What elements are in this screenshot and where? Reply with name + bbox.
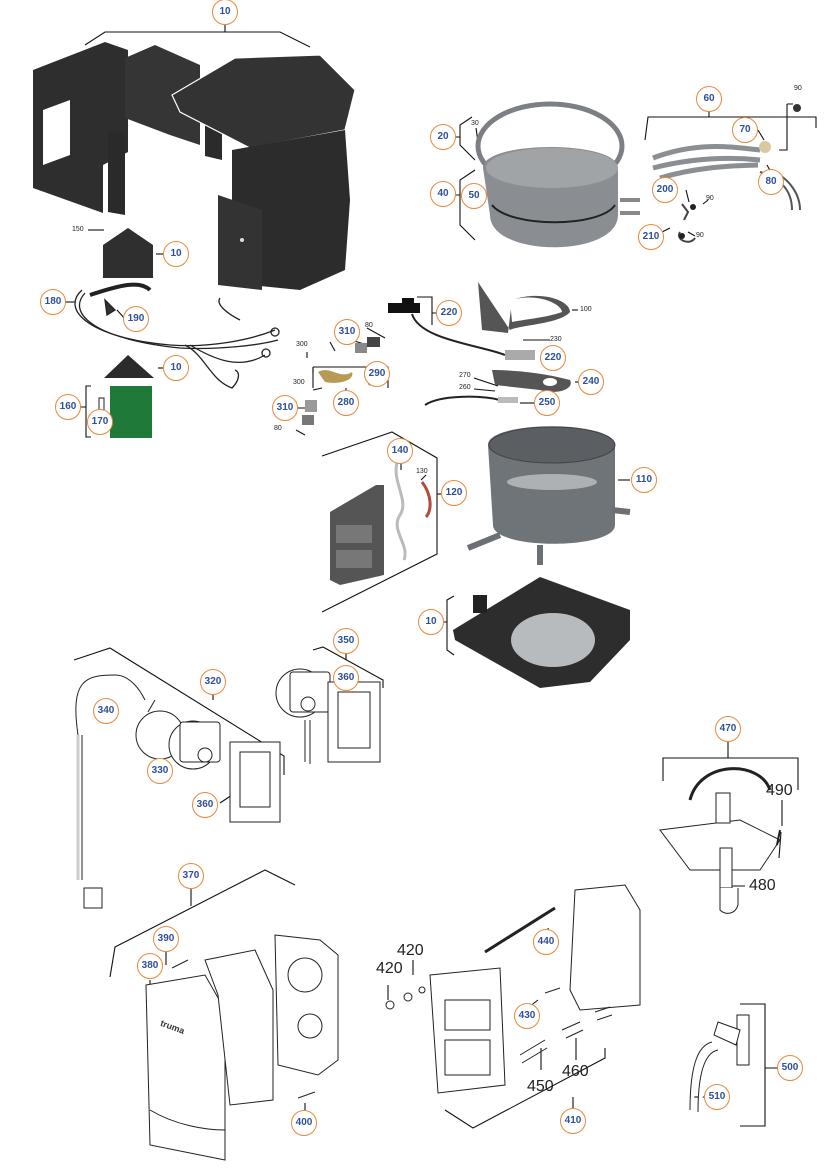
housing-panels <box>33 42 356 290</box>
heating-element <box>652 104 801 243</box>
callout-330: 330 <box>147 758 173 784</box>
callout-390: 390 <box>153 926 179 952</box>
callout-310: 310 <box>272 395 298 421</box>
callout-60: 60 <box>696 86 722 112</box>
callout-380: 380 <box>137 953 163 979</box>
label-150: 150 <box>72 226 84 233</box>
callout-470: 470 <box>715 716 741 742</box>
callout-200: 200 <box>652 177 678 203</box>
label-450: 450 <box>527 1078 554 1095</box>
callout-280: 280 <box>333 390 359 416</box>
callout-500: 500 <box>777 1055 803 1081</box>
exhaust-cowl <box>145 934 339 1161</box>
callout-220: 220 <box>540 345 566 371</box>
label-480: 480 <box>749 877 776 894</box>
callout-410: 410 <box>560 1108 586 1134</box>
label-130: 130 <box>416 468 428 475</box>
callout-400: 400 <box>291 1110 317 1136</box>
callout-210: 210 <box>638 224 664 250</box>
control-panel <box>75 668 381 909</box>
callout-310: 310 <box>334 319 360 345</box>
label-300: 300 <box>296 341 308 348</box>
callout-350: 350 <box>333 628 359 654</box>
label-90: 90 <box>706 195 714 202</box>
callout-110: 110 <box>631 467 657 493</box>
callout-250: 250 <box>534 390 560 416</box>
callout-170: 170 <box>87 409 113 435</box>
label-230: 230 <box>550 336 562 343</box>
label-90: 90 <box>696 232 704 239</box>
burner-parts <box>388 282 571 406</box>
callout-10: 10 <box>163 355 189 381</box>
thermostat-parts <box>302 337 380 425</box>
callout-360: 360 <box>333 665 359 691</box>
control-board <box>98 355 154 438</box>
wiring-harness <box>74 282 280 389</box>
label-80: 80 <box>274 425 282 432</box>
callout-370: 370 <box>178 863 204 889</box>
callout-10: 10 <box>163 241 189 267</box>
callout-20: 20 <box>430 124 456 150</box>
callout-510: 510 <box>704 1084 730 1110</box>
terminal-box <box>385 884 641 1094</box>
air-duct <box>330 459 432 585</box>
label-300: 300 <box>293 379 305 386</box>
label-100: 100 <box>580 306 592 313</box>
callout-320: 320 <box>200 669 226 695</box>
label-80: 80 <box>365 322 373 329</box>
callout-50: 50 <box>461 183 487 209</box>
callout-240: 240 <box>578 369 604 395</box>
drain-tap <box>689 1014 750 1113</box>
drain-valve <box>659 767 781 914</box>
callout-430: 430 <box>514 1003 540 1029</box>
callout-10: 10 <box>418 609 444 635</box>
callout-290: 290 <box>364 361 390 387</box>
callout-70: 70 <box>732 117 758 143</box>
label-90: 90 <box>794 85 802 92</box>
callout-190: 190 <box>123 306 149 332</box>
heater-tank-top <box>475 101 640 248</box>
callout-80: 80 <box>758 169 784 195</box>
callout-160: 160 <box>55 394 81 420</box>
label-490: 490 <box>766 782 793 799</box>
callout-220: 220 <box>436 300 462 326</box>
callout-340: 340 <box>93 698 119 724</box>
callout-140: 140 <box>387 438 413 464</box>
label-460: 460 <box>562 1063 589 1080</box>
callout-440: 440 <box>533 929 559 955</box>
callout-40: 40 <box>430 181 456 207</box>
callout-10: 10 <box>212 0 238 25</box>
burner-chamber <box>466 426 631 565</box>
label-260: 260 <box>459 384 471 391</box>
callout-120: 120 <box>441 480 467 506</box>
callout-360: 360 <box>192 792 218 818</box>
label-30: 30 <box>471 120 479 127</box>
label-270: 270 <box>459 372 471 379</box>
label-420: 420 <box>397 942 424 959</box>
label-420: 420 <box>376 960 403 977</box>
base-plate <box>453 577 630 688</box>
callout-180: 180 <box>40 289 66 315</box>
